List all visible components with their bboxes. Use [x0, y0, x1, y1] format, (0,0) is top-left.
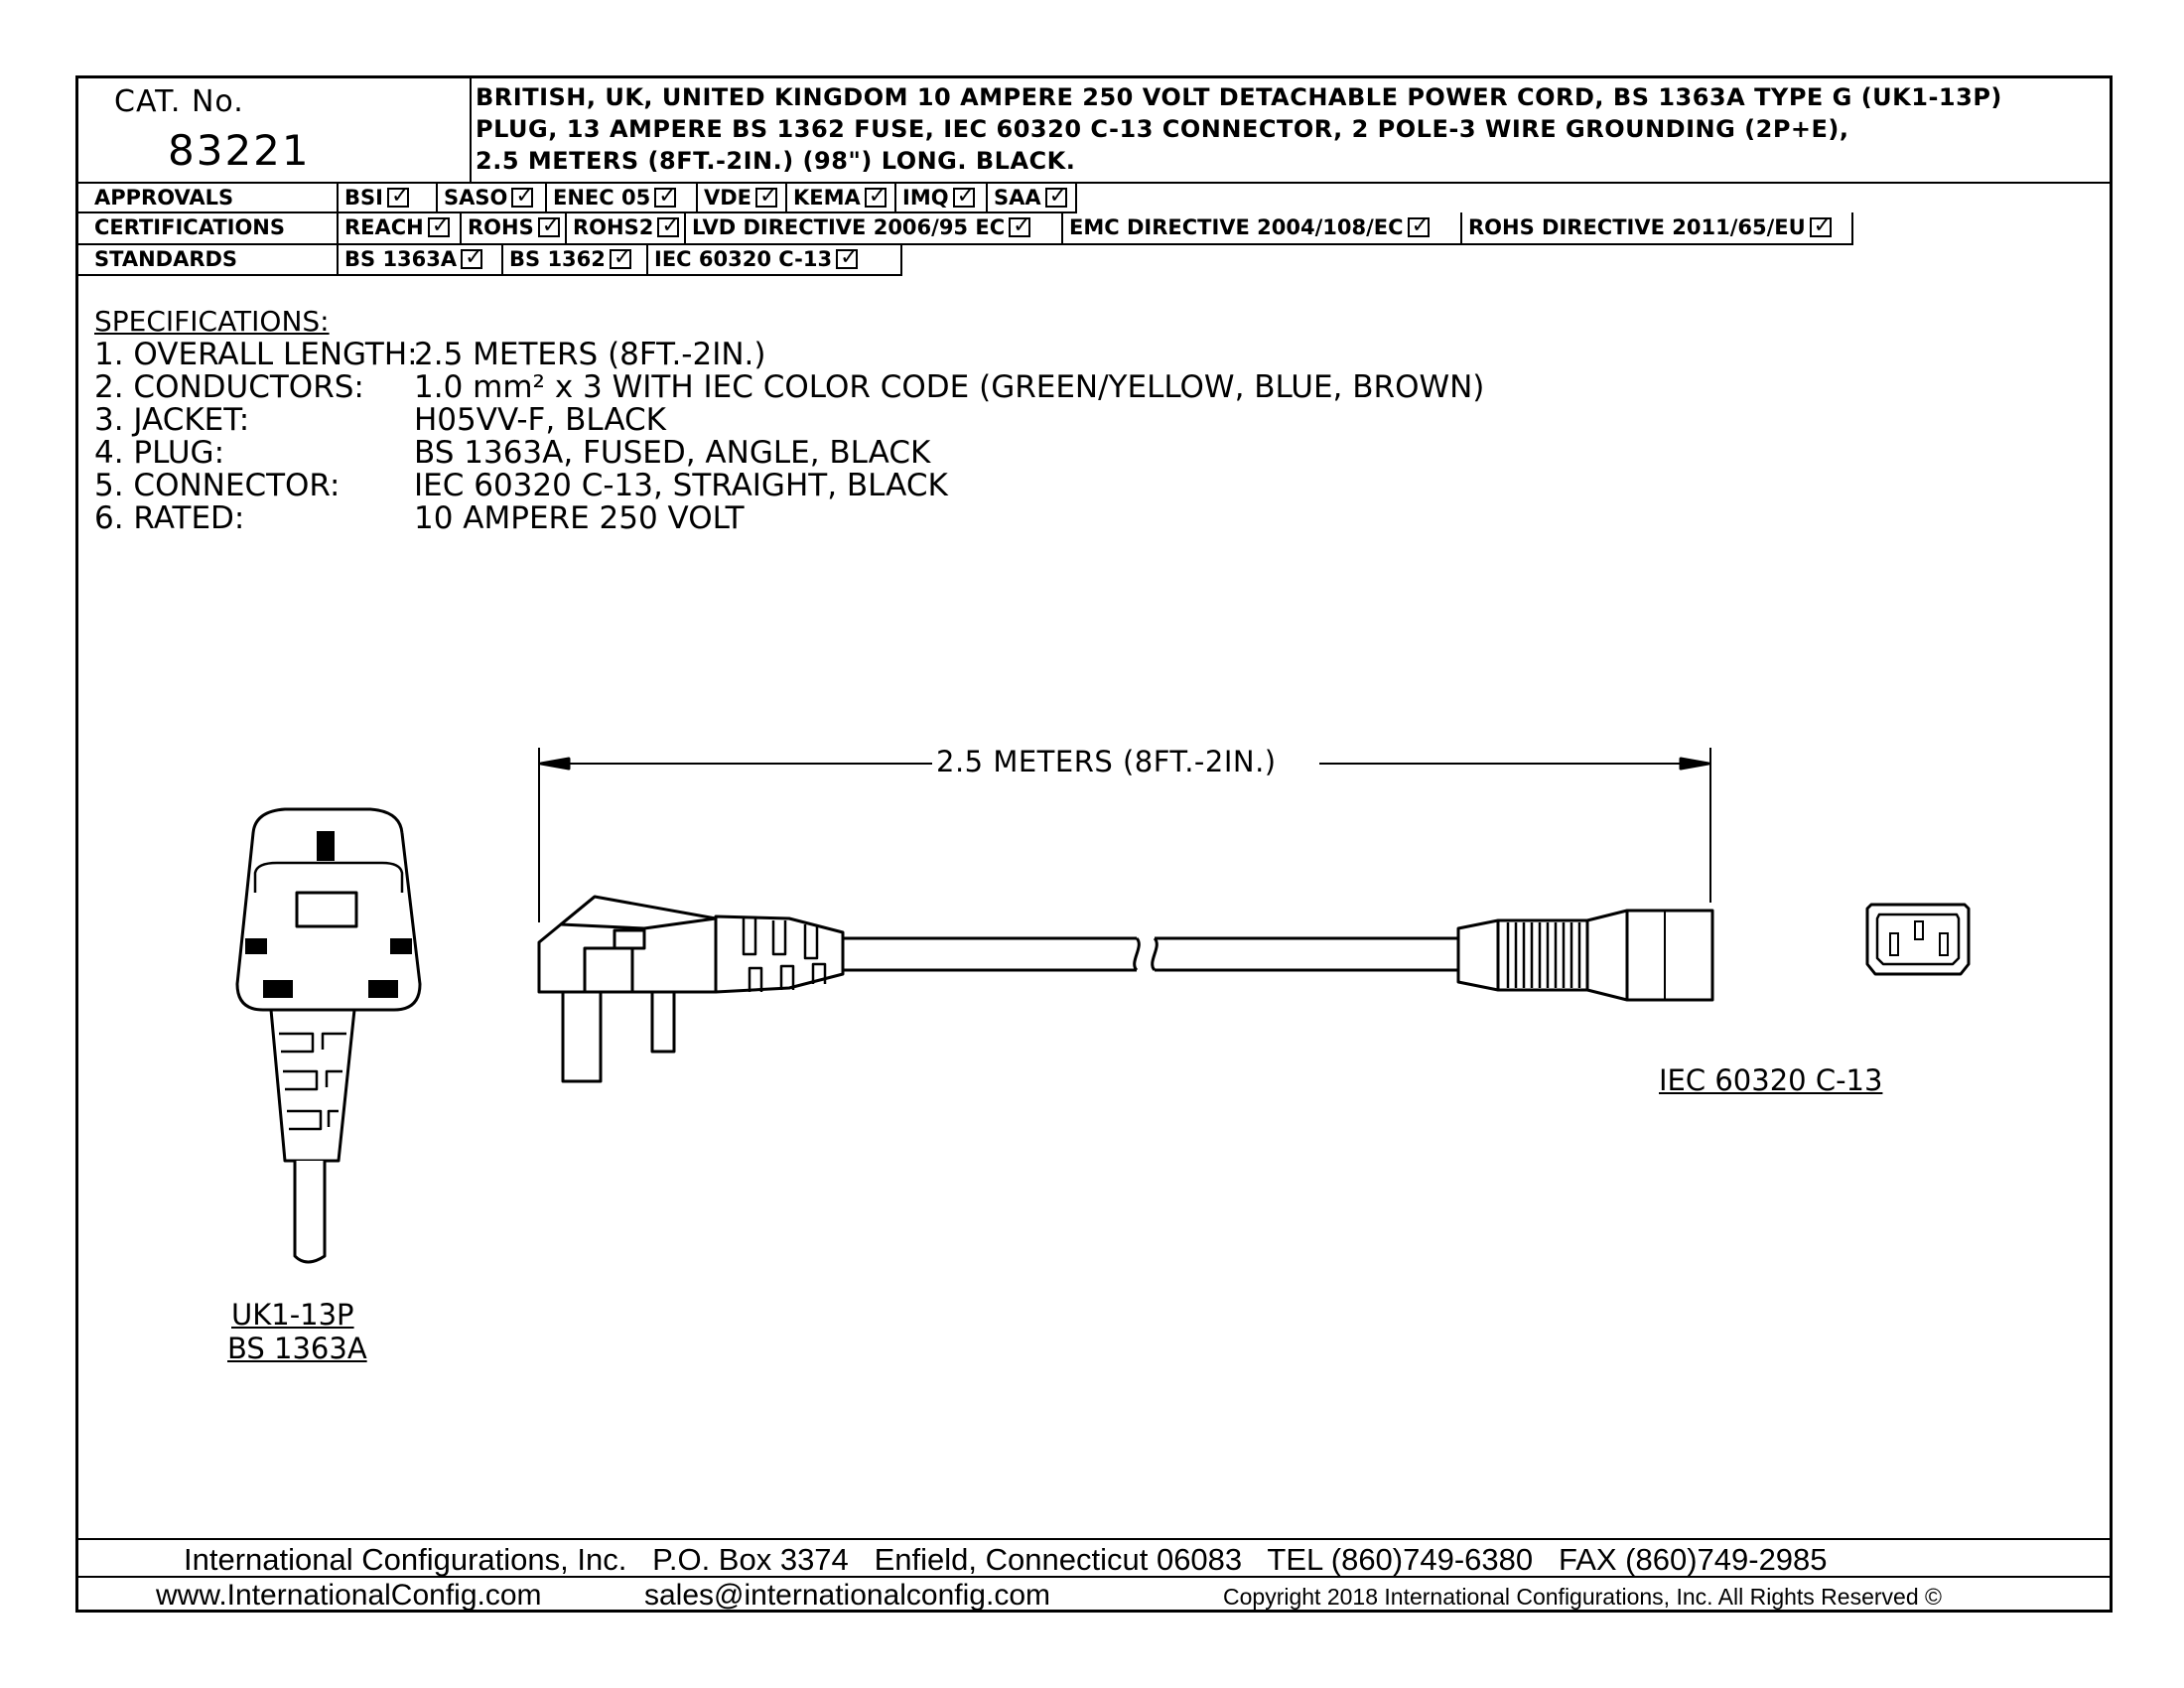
spec-value-4: BS 1363A, FUSED, ANGLE, BLACK — [414, 435, 931, 471]
footer-copyright: Copyright 2018 International Configurati… — [1223, 1584, 1942, 1610]
spec-label-5: 5. CONNECTOR: — [94, 468, 341, 503]
footer-email-link[interactable]: sales@internationalconfig.com — [644, 1579, 1050, 1612]
live-pin — [650, 990, 676, 1054]
checkbox-checked-icon — [952, 182, 975, 211]
spec-value-3: H05VV-F, BLACK — [414, 402, 666, 438]
cert-rohs2: ROHS2 — [567, 211, 686, 243]
checkbox-checked-icon — [1407, 211, 1430, 241]
footer-company-line: International Configurations, Inc. P.O. … — [184, 1542, 1828, 1577]
checkbox-checked-icon — [657, 211, 680, 241]
earth-pin-front — [317, 831, 335, 861]
checkbox-checked-icon — [511, 182, 534, 211]
checkbox-checked-icon — [461, 243, 483, 273]
cord-drawing — [235, 748, 1971, 1264]
approvals-row: APPROVALS BSI SASO ENEC 05 VDE KEMA IMQ … — [78, 182, 2110, 211]
cert-rohs: ROHS — [462, 211, 567, 243]
certifications-label: CERTIFICATIONS — [78, 212, 339, 243]
dimension-label: 2.5 METERS (8FT.-2IN.) — [936, 745, 1277, 778]
cert-rohs-directive: ROHS DIRECTIVE 2011/65/EU — [1462, 211, 1853, 243]
description-line-2: PLUG, 13 AMPERE BS 1362 FUSE, IEC 60320 … — [476, 115, 1849, 143]
connector-label: IEC 60320 C-13 — [1659, 1063, 1883, 1097]
cert-reach: REACH — [339, 211, 462, 243]
plug-label-2: BS 1363A — [227, 1332, 367, 1365]
standards-label: STANDARDS — [78, 244, 339, 274]
standards-row: STANDARDS BS 1363A BS 1362 IEC 60320 C-1… — [78, 243, 2110, 274]
spec-label-2: 2. CONDUCTORS: — [94, 369, 364, 405]
checkbox-checked-icon — [755, 182, 777, 211]
approval-enec: ENEC 05 — [547, 182, 698, 211]
approval-vde: VDE — [698, 182, 787, 211]
arrow-left-icon — [539, 757, 571, 771]
drawing-sheet: CAT. No. 83221 BRITISH, UK, UNITED KINGD… — [75, 75, 2113, 1613]
approvals-label: APPROVALS — [78, 183, 339, 211]
checkbox-checked-icon — [654, 182, 677, 211]
uk-plug-front-view — [235, 807, 422, 1264]
approval-bsi: BSI — [339, 182, 438, 211]
checkbox-checked-icon — [609, 243, 631, 273]
specifications-title: SPECIFICATIONS: — [94, 305, 330, 338]
description-line-1: BRITISH, UK, UNITED KINGDOM 10 AMPERE 25… — [476, 83, 2002, 111]
checkbox-checked-icon — [1009, 211, 1031, 241]
earth-pin — [561, 990, 603, 1083]
checkbox-checked-icon — [864, 182, 887, 211]
cert-emc: EMC DIRECTIVE 2004/108/EC — [1063, 211, 1462, 243]
spec-label-4: 4. PLUG: — [94, 435, 225, 471]
spec-value-1: 2.5 METERS (8FT.-2IN.) — [414, 337, 766, 372]
approval-saso: SASO — [438, 182, 547, 211]
c13-connector-side-view — [1456, 909, 1714, 1002]
checkbox-checked-icon — [836, 243, 859, 273]
cert-lvd: LVD DIRECTIVE 2006/95 EC — [686, 211, 1063, 243]
approval-kema: KEMA — [787, 182, 896, 211]
std-iec60320: IEC 60320 C-13 — [648, 243, 902, 274]
arrow-right-icon — [1679, 757, 1710, 771]
c13-connector-face-view — [1865, 903, 1971, 976]
description-line-3: 2.5 METERS (8FT.-2IN.) (98") LONG. BLACK… — [476, 147, 1076, 175]
cat-label: CAT. No. — [114, 84, 244, 119]
checkbox-checked-icon — [537, 211, 560, 241]
approval-saa: SAA — [988, 182, 1077, 211]
spec-label-3: 3. JACKET: — [94, 402, 250, 438]
cable — [843, 936, 1458, 972]
checkbox-checked-icon — [427, 211, 450, 241]
spec-value-2: 1.0 mm² x 3 WITH IEC COLOR CODE (GREEN/Y… — [414, 369, 1485, 405]
certifications-row: CERTIFICATIONS REACH ROHS ROHS2 LVD DIRE… — [78, 211, 2110, 243]
checkbox-checked-icon — [386, 182, 409, 211]
footer-website-link[interactable]: www.InternationalConfig.com — [156, 1579, 542, 1612]
approval-imq: IMQ — [896, 182, 988, 211]
spec-label-1: 1. OVERALL LENGTH: — [94, 337, 418, 372]
checkbox-checked-icon — [1044, 182, 1067, 211]
spec-value-6: 10 AMPERE 250 VOLT — [414, 500, 745, 536]
spec-value-5: IEC 60320 C-13, STRAIGHT, BLACK — [414, 468, 948, 503]
plug-label-1: UK1-13P — [231, 1298, 354, 1332]
checkbox-checked-icon — [1809, 211, 1832, 241]
std-bs1362: BS 1362 — [503, 243, 648, 274]
std-bs1363a: BS 1363A — [339, 243, 503, 274]
cat-number: 83221 — [168, 126, 311, 175]
angled-plug-side-view — [537, 895, 845, 1083]
spec-label-6: 6. RATED: — [94, 500, 245, 536]
